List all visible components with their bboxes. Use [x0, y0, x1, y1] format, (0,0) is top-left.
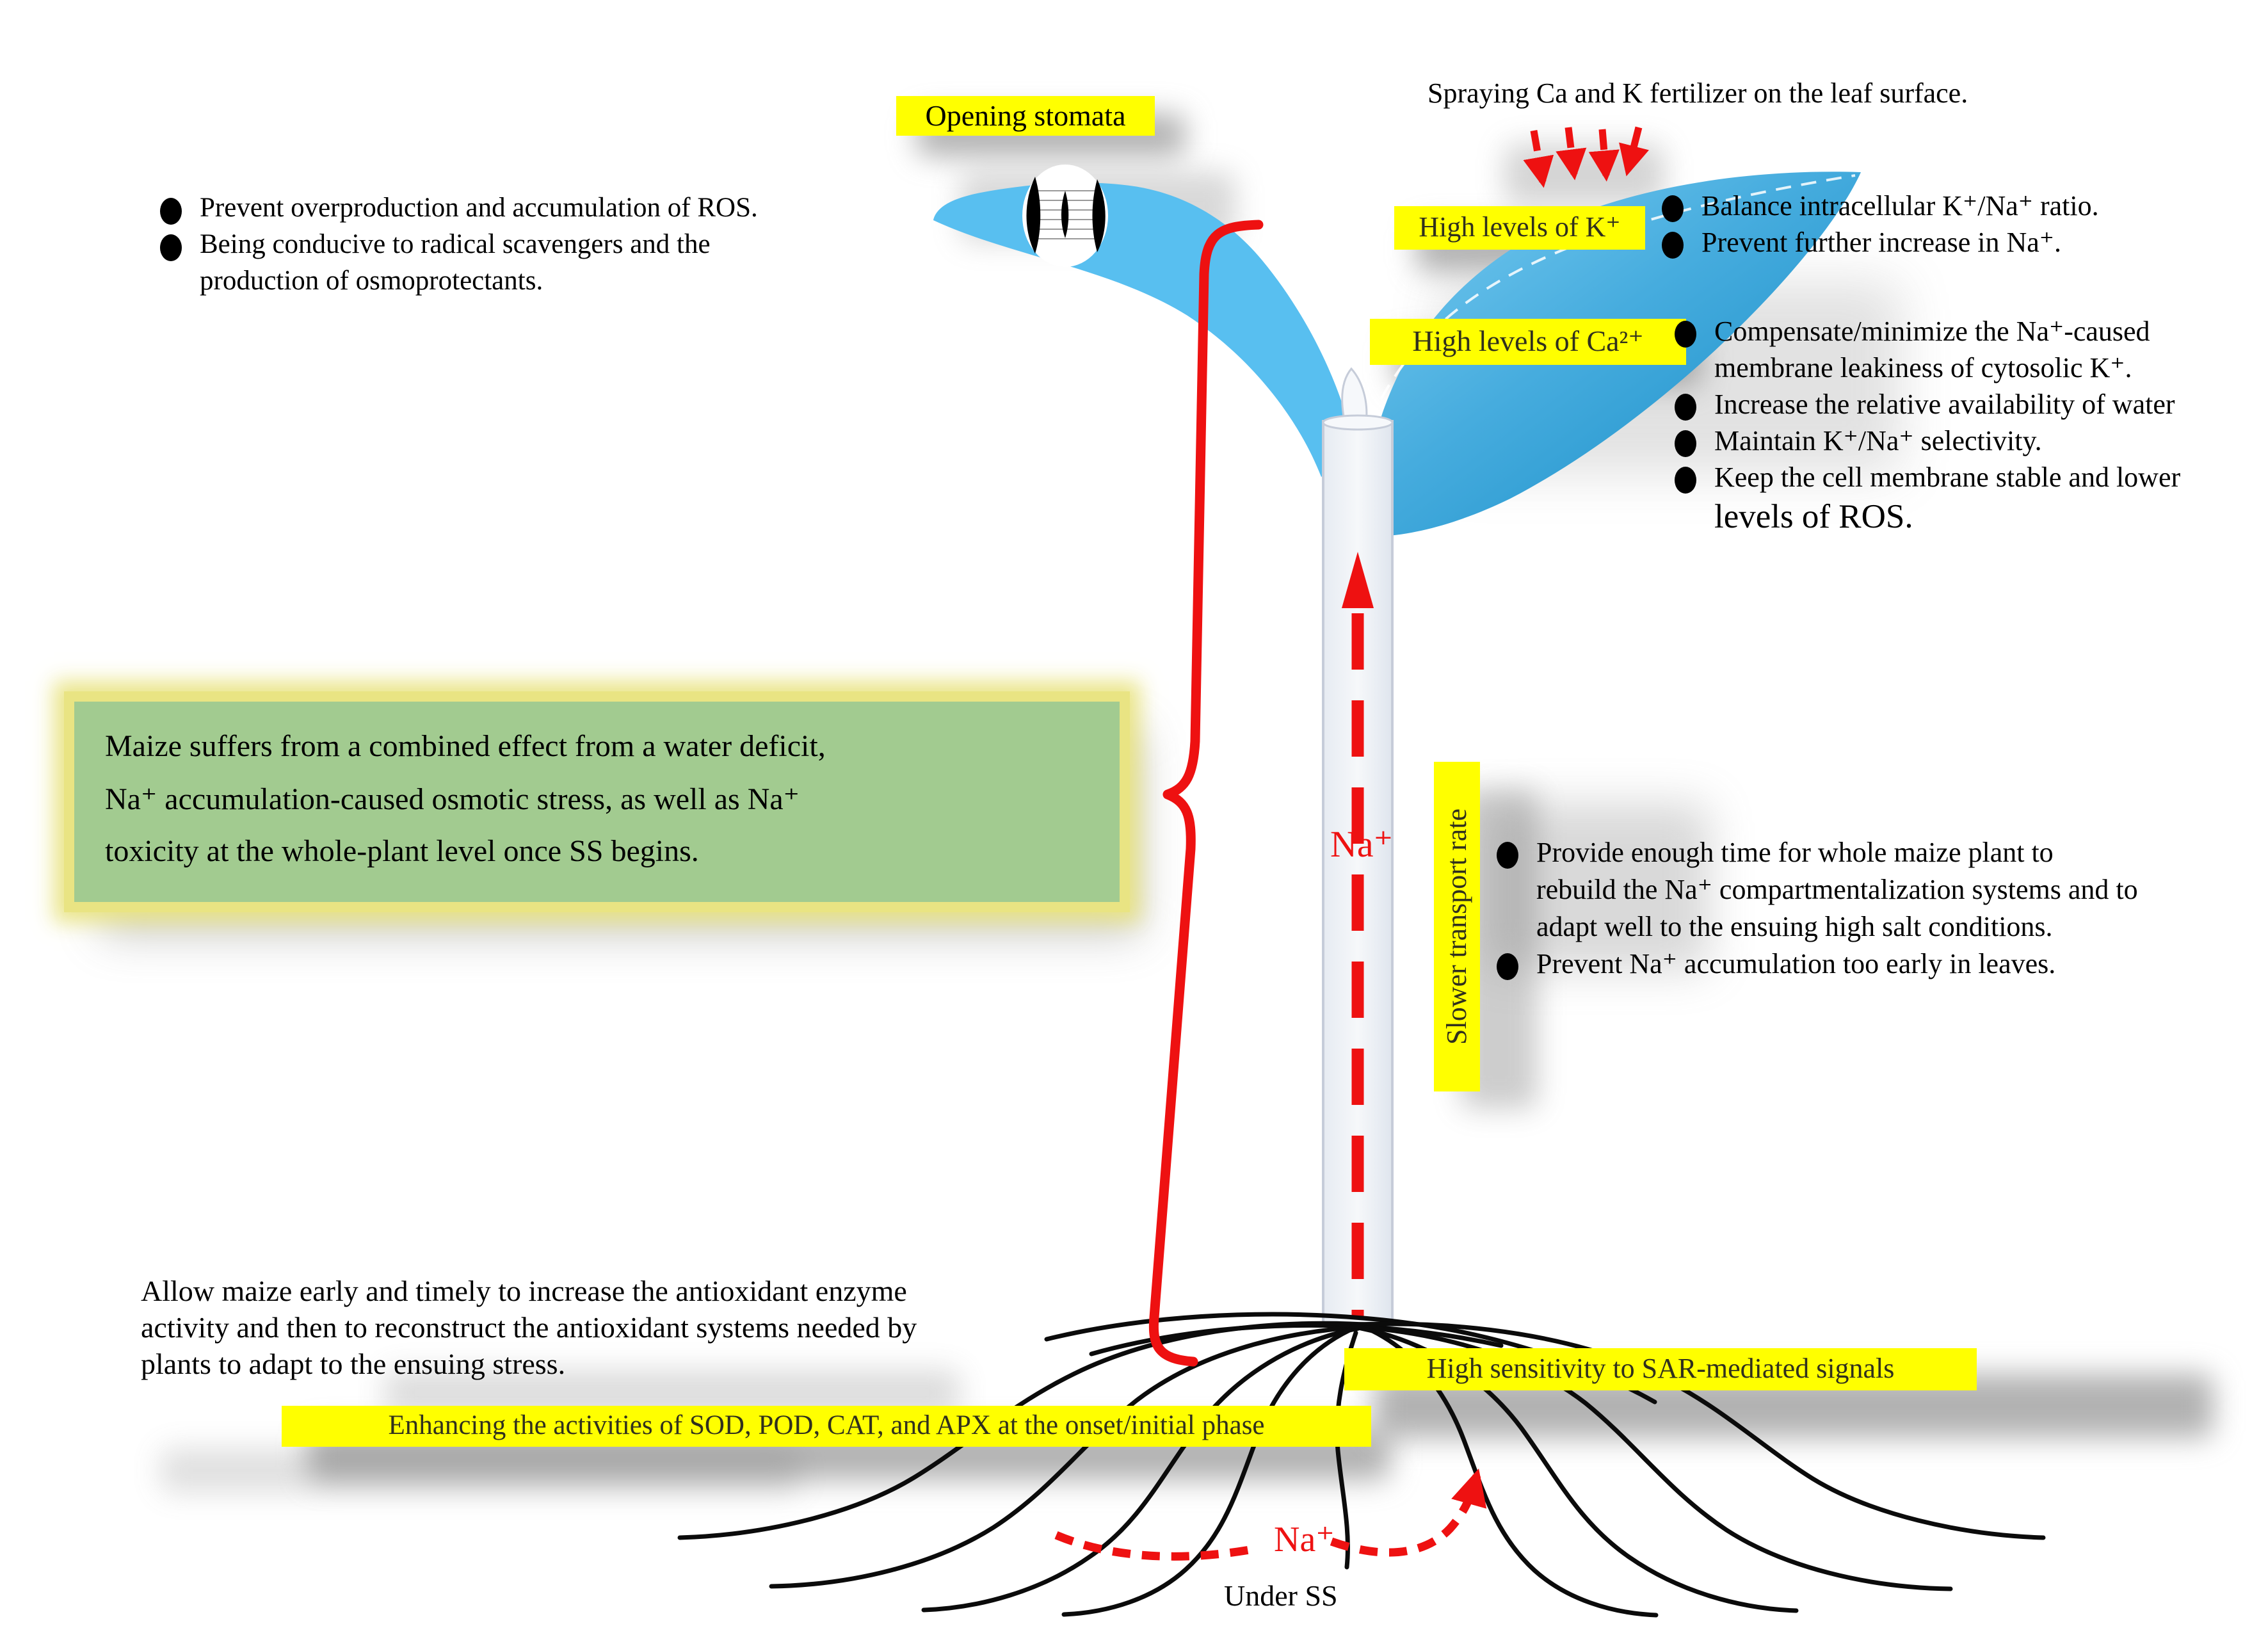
spraying-caption: Spraying Ca and K fertilizer on the leaf…: [1428, 77, 1968, 109]
calcium-benefits-list: Compensate/minimize the Na⁺-caused membr…: [1675, 315, 2180, 538]
paragraph-line: Allow maize early and timely to increase…: [141, 1275, 907, 1307]
green-box-line: Maize suffers from a combined effect fro…: [105, 729, 826, 763]
bullet-icon: [160, 198, 182, 225]
guard-cell-right: [1092, 179, 1106, 252]
spray-arrow-icon: [1523, 130, 1554, 188]
na-up-arrow: [1342, 552, 1374, 1316]
list-item: adapt well to the ensuing high salt cond…: [1536, 911, 2053, 942]
list-item: Provide enough time for whole maize plan…: [1497, 836, 2138, 873]
list-item: levels of ROS.: [1714, 498, 1913, 535]
list-item: Balance intracellular K⁺/Na⁺ ratio.: [1662, 189, 2099, 226]
green-box-line: toxicity at the whole-plant level once S…: [105, 834, 699, 868]
high-k-label: High levels of K⁺: [1394, 206, 1645, 250]
high-ca-label: High levels of Ca²⁺: [1370, 319, 1686, 365]
list-item: Being conducive to radical scavengers an…: [160, 229, 758, 265]
left-leaf: [933, 182, 1355, 477]
guard-cell-left: [1026, 177, 1041, 254]
bullet-icon: [1675, 394, 1696, 421]
antioxidant-paragraph: Allow maize early and timely to increase…: [141, 1274, 917, 1383]
list-item: Prevent overproduction and accumulation …: [160, 192, 758, 229]
under-ss-caption: Under SS: [1224, 1579, 1338, 1612]
bullet-icon: [1662, 232, 1684, 259]
red-brace: [1148, 220, 1264, 1367]
green-callout-glow: Maize suffers from a combined effect fro…: [64, 691, 1130, 912]
na-soil-dashes-left: [1054, 1531, 1255, 1561]
stoma: [1022, 165, 1108, 267]
transport-benefits-list: Provide enough time for whole maize plan…: [1497, 836, 2138, 985]
bullet-icon: [1675, 467, 1696, 494]
green-box-line: Na⁺ accumulation-caused osmotic stress, …: [105, 782, 800, 816]
list-item: Maintain K⁺/Na⁺ selectivity.: [1675, 424, 2180, 461]
list-item: production of osmoprotectants.: [200, 266, 543, 296]
bullet-icon: [1675, 321, 1696, 348]
bullet-icon: [1497, 842, 1518, 869]
paragraph-line: activity and then to reconstruct the ant…: [141, 1311, 917, 1344]
stem-top: [1322, 414, 1394, 431]
na-ion-soil-label: Na⁺: [1274, 1520, 1335, 1559]
list-item: Compensate/minimize the Na⁺-caused: [1675, 315, 2180, 351]
na-ion-stem-label: Na⁺: [1330, 823, 1394, 865]
spray-arrows: [1523, 126, 1649, 188]
shadow-soil-left: [160, 1448, 800, 1493]
root-curve: [769, 1324, 1370, 1589]
root-curve: [921, 1326, 1361, 1613]
list-item: membrane leakiness of cytosolic K⁺.: [1714, 352, 2132, 383]
stoma-pore: [1061, 191, 1069, 238]
bullet-icon: [160, 234, 182, 261]
na-soil-dashes-right: [1330, 1468, 1487, 1557]
bullet-icon: [1662, 195, 1684, 222]
list-item: Prevent Na⁺ accumulation too early in le…: [1497, 947, 2138, 985]
opening-stomata-label: Opening stomata: [896, 96, 1155, 136]
list-item: Prevent further increase in Na⁺.: [1662, 226, 2099, 262]
list-item: rebuild the Na⁺ compartmentalization sys…: [1536, 874, 2138, 905]
na-soil-arrow: [1054, 1468, 1487, 1561]
bullet-icon: [1675, 430, 1696, 457]
paragraph-line: plants to adapt to the ensuing stress.: [141, 1348, 566, 1380]
shadow-slower-blob: [1485, 803, 1709, 970]
sar-banner: High sensitivity to SAR-mediated signals: [1344, 1348, 1977, 1390]
slower-transport-label: Slower transport rate: [1434, 762, 1480, 1091]
stomata-benefits-list: Prevent overproduction and accumulation …: [160, 192, 758, 302]
spray-arrow-icon: [1619, 126, 1649, 177]
potassium-benefits-list: Balance intracellular K⁺/Na⁺ ratio. Prev…: [1662, 189, 2099, 262]
spray-arrow-icon: [1556, 127, 1587, 181]
bullet-icon: [1497, 953, 1518, 980]
root-curve: [1061, 1328, 1352, 1617]
root-curve: [1339, 1321, 2046, 1540]
list-item: Increase the relative availability of wa…: [1675, 388, 2180, 424]
green-callout-box: Maize suffers from a combined effect fro…: [74, 702, 1120, 902]
spray-arrow-icon: [1588, 129, 1620, 182]
enhancing-banner: Enhancing the activities of SOD, POD, CA…: [282, 1406, 1371, 1447]
list-item: Keep the cell membrane stable and lower: [1675, 461, 2180, 497]
